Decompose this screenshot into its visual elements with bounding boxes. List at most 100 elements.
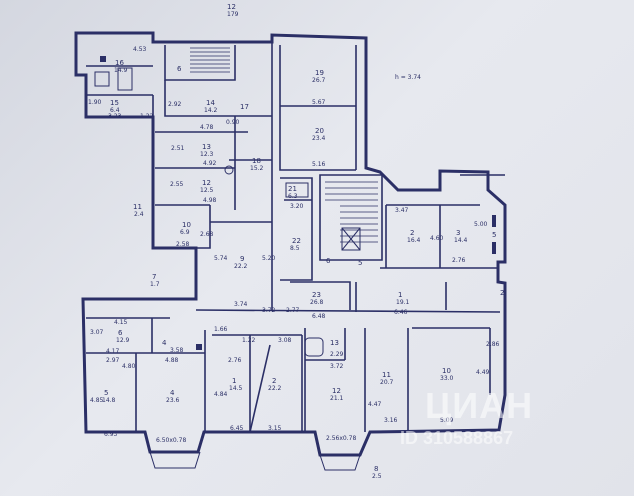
room-area: 23.6 [166,397,180,404]
room-area: 23.4 [312,135,326,142]
room-dimension: 2.92 [168,101,182,108]
room-number: 7 [152,273,157,281]
room-dimension: 3.08 [278,337,292,344]
room-dimension: 3.58 [170,347,184,354]
room-number: 9 [240,255,245,263]
room-area: 14.4 [454,237,468,244]
room-number: 2 [272,377,277,385]
room-dimension: 1.22 [140,113,154,120]
misc-label: 3.72 [262,307,276,314]
misc-label: 5 [492,231,497,239]
room-dimension: 3.15 [268,425,282,432]
room-number: 4 [170,389,175,397]
room-area: 14.5 [229,385,243,392]
plan-title-code: 12 [227,3,236,11]
room-dimension: 4.17 [106,348,120,355]
room-number: 6 [177,65,182,73]
room-number: 13 [202,143,211,151]
room-number: 1 [232,377,237,385]
misc-label: 2 [500,289,505,297]
room-number: 16 [115,59,124,67]
room-dimension: 6.48 [312,313,326,320]
room-number: 10 [182,221,191,229]
room-dimension: 2.58 [176,241,190,248]
room-dimension: 4.15 [114,319,128,326]
room-dimension: 5.67 [312,99,326,106]
room-dimension: 6.45 [230,425,244,432]
room-dimension: 3.16 [384,417,398,424]
room-area: 6.4 [110,107,120,114]
room-dimension: 6.46 [394,309,408,316]
room-area: 14.8 [102,397,116,404]
room-area: 22.2 [268,385,282,392]
room-dimension: 2.68 [200,231,214,238]
room-dimension: 2.51 [171,145,185,152]
room-dimension: 3.72 [330,363,344,370]
room-area: 12.5 [200,187,214,194]
plan-bottom-code: 8 [374,465,379,473]
room-dimension: 6.50x0.78 [156,437,187,444]
room-area: 12.3 [200,151,214,158]
room-number: 2 [410,229,415,237]
room-number: 14 [206,99,215,107]
cian-watermark-brand: ЦИАН [425,385,534,426]
room-dimension: 2.77 [286,307,300,314]
room-number: 5 [104,389,109,397]
room-dimension: 5.16 [312,161,326,168]
room-number: 21 [288,185,297,193]
room-dimension: 2.97 [106,357,120,364]
room-area: 26.8 [310,299,324,306]
room-dimension: 4.47 [368,401,382,408]
room-number: 19 [315,69,324,77]
room-area: 16.4 [407,237,421,244]
room-dimension: 4.60 [430,235,444,242]
room-number: 4 [162,339,167,347]
room-dimension: 3.47 [395,207,409,214]
room-dimension: 3.23 [108,113,122,120]
room-dimension: 2.56x0.78 [326,435,357,442]
room-dimension: 0.90 [226,119,240,126]
room-number: 11 [382,371,391,379]
room-dimension: 1.90 [88,99,102,106]
room-dimension: 2.86 [486,341,500,348]
room-area: 26.7 [312,77,326,84]
room-area: 21.1 [330,395,344,402]
room-dimension: 5.09 [440,417,454,424]
room-dimension: 4.49 [476,369,490,376]
misc-label: 1.66 [214,326,228,333]
room-area: 20.7 [380,379,394,386]
room-area: 19.1 [396,299,410,306]
room-dimension: 4.85 [90,397,104,404]
ceiling-height-note: h = 3.74 [395,74,422,81]
room-area: 22.2 [234,263,248,270]
room-dimension: 5.00 [474,221,488,228]
room-number: 5 [358,259,363,267]
room-area: 15.2 [250,165,264,172]
room-area: 33.0 [440,375,454,382]
room-dimension: 4.84 [214,391,228,398]
room-dimension: 4.88 [165,357,179,364]
room-dimension: 5.74 [214,255,228,262]
room-dimension: 2.76 [452,257,466,264]
room-area: 2.4 [134,211,144,218]
room-dimension: 3.07 [90,329,104,336]
room-dimension: 1.22 [242,337,256,344]
room-number: 12 [332,387,341,395]
misc-label: 6 [326,257,331,265]
room-dimension: 4.92 [203,160,217,167]
room-number: 20 [315,127,324,135]
room-dimension: 2.76 [228,357,242,364]
room-number: 22 [292,237,301,245]
room-number: 17 [240,103,249,111]
room-area: 6.3 [288,193,298,200]
room-dimension: 3.20 [290,203,304,210]
room-number: 11 [133,203,142,211]
room-number: 6 [118,329,123,337]
room-number: 3 [456,229,461,237]
room-dimension: 4.53 [133,46,147,53]
room-dimension: 3.74 [234,301,248,308]
room-area: 8.5 [290,245,300,252]
room-number: 12 [202,179,211,187]
